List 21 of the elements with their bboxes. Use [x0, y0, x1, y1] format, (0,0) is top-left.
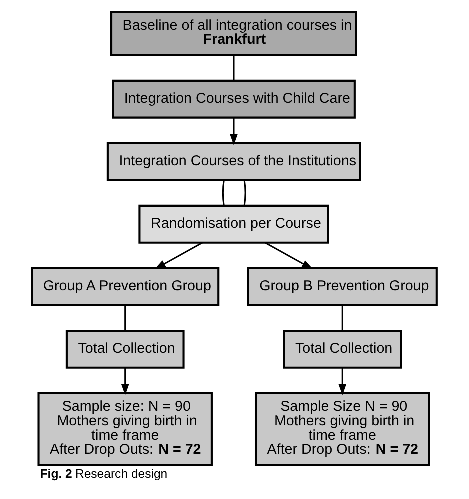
connector: [233, 56, 235, 81]
connector: [244, 180, 246, 206]
caption: Fig. 2 Research design: [40, 467, 168, 482]
node-box: Total Collection: [283, 330, 402, 369]
node-box: Baseline of all integration courses in Frankfurt: [110, 11, 358, 56]
node-box: Randomisation per Course: [138, 204, 330, 244]
node-box: Group A Prevention Group: [31, 267, 220, 306]
connector: [222, 180, 225, 206]
arrow: [121, 368, 130, 396]
node-box: Group B Prevention Group: [247, 267, 438, 306]
arrow: [230, 118, 238, 146]
node-box: Sample Size N = 90 Mothers giving birth in time frame After Drop Outs: N = 72: [255, 392, 430, 466]
connector: [124, 305, 126, 331]
node-box: Integration Courses of the Institutions: [106, 142, 362, 182]
node-box: Integration Courses with Child Care: [112, 80, 356, 119]
connector: [342, 305, 344, 331]
arrow: [265, 242, 314, 270]
node-box: Total Collection: [66, 330, 185, 369]
arrow: [154, 242, 203, 270]
arrow: [338, 368, 347, 396]
node-box: Sample size: N = 90 Mothers giving birth in time frame After Drop Outs: N = 72: [38, 392, 213, 466]
